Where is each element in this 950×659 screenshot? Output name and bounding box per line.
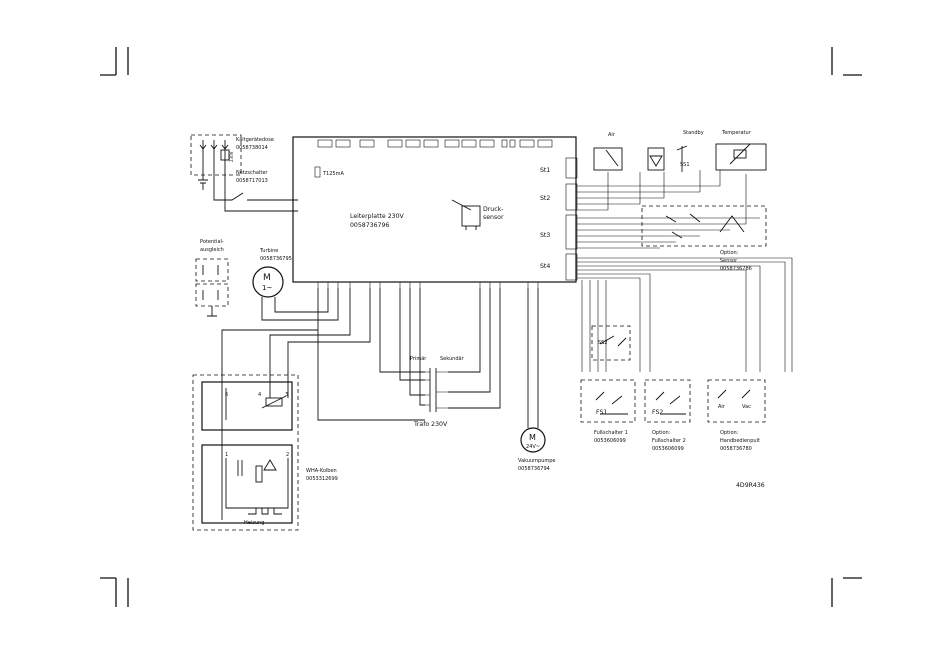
connector-st2: St2 [540,195,550,202]
ss2-label: SS2 [598,340,608,346]
mains-socket-name: Kaltgerätedose [236,137,274,143]
heater-block: 6 4 3 1 2 Heizung WHA-Kolben 0053312699 [192,374,338,531]
turbine-part: 0058736795 [260,256,292,262]
turbine-symbol-ac: 1~ [262,284,272,292]
heater-label: Heizung [244,520,264,526]
transformer-name: Trafo 230V [413,421,448,428]
connector-st1: St1 [540,167,550,174]
air-valve-label: Air [608,132,616,138]
hand-panel-name-l2: Handbedienpult [720,438,760,444]
foot-switch-2: FS2 Option: Fußschalter 2 0053606099 [644,379,691,452]
valves-area: Air Standby SS1 Temperatur [577,130,767,249]
transformer-primary: Primär [410,356,427,362]
heater-pin-3: 3 [285,392,288,398]
st4-cables [577,257,793,372]
option-sensor-name: Option: [720,250,739,256]
pressure-sensor: Druck- sensor [451,199,504,230]
fs2-label: FS2 [652,409,663,416]
board-lower-wiring [221,288,539,520]
fs1-part: 0053606099 [594,438,626,444]
pressure-sensor-l2: sensor [483,214,504,221]
mains-socket: 230V Kaltgerätedose 0058738014 [190,134,274,184]
board-bottom-terminals [317,282,539,288]
transformer-secondary: Sekundär [440,356,465,362]
vacuum-pump-symbol-m: M [529,433,536,442]
heater-block-name: WHA-Kolben [306,468,337,474]
equipotential-l2: ausgleich [200,247,224,253]
equipotential-l1: Potential- [200,239,224,245]
fs1-name: Fußschalter 1 [594,430,628,436]
board-part: 0058736796 [350,222,389,229]
main-board: T125mA Leiterplatte 230V 0058736796 Druc… [292,136,578,288]
vacuum-pump-symbol-ac: 24V~ [526,444,540,450]
mains-voltage: 230V [229,151,234,162]
board-connector-blocks [565,157,578,281]
drawing-number: 4D9R436 [736,482,765,489]
vacuum-pump-name: Vakuumpumpe [518,458,556,464]
hand-panel-vac: Vac [742,404,751,410]
pressure-sensor-l1: Druck- [483,206,503,213]
temperature-label: Temperatur [721,130,752,136]
hand-panel: Air Vac Option: Handbedienpult 005873678… [707,379,766,452]
heater-pin-2: 2 [286,452,289,458]
connector-st4: St4 [540,263,550,270]
fuse-label: T125mA [322,171,344,177]
hand-panel-air: Air [718,404,726,410]
option-sensor-name2: Sensor [720,258,738,264]
crop-marks [100,47,862,607]
board-name: Leiterplatte 230V [350,213,405,220]
fs1-label: FS1 [596,409,607,416]
fs2-name-l2: Fußschalter 2 [652,438,686,444]
standby-switch-label: SS1 [680,162,690,168]
mains-switch-name: Netzschalter [236,170,268,176]
equipotential-bonding: Potential- ausgleich [195,239,229,317]
option-sensor-part: 0058736786 [720,266,752,272]
mains-switch-part: 0058717013 [236,178,268,184]
heater-pin-6: 6 [225,392,228,398]
heater-block-part: 0053312699 [306,476,338,482]
turbine: Turbine 0058736795 M 1~ [252,248,339,321]
foot-switch-1: FS1 Fußschalter 1 0053606099 [580,379,636,444]
hand-panel-name-l1: Option: [720,430,739,436]
ss2-switch: SS2 [591,325,631,361]
fs2-name-l1: Option: [652,430,671,436]
mains-switch: Netzschalter 0058717013 [202,165,298,212]
vacuum-pump: M 24V~ Vakuumpumpe 0058736794 [518,427,556,472]
board-top-terminals [317,139,553,148]
vacuum-pump-part: 0058736794 [518,466,550,472]
heater-pin-4: 4 [258,392,261,398]
fs2-part: 0053606099 [652,446,684,452]
fuse-symbol [314,166,321,178]
turbine-symbol-m: M [263,273,271,283]
mains-socket-part: 0058738014 [236,145,268,151]
turbine-name: Turbine [259,248,278,254]
connector-st3: St3 [540,232,550,239]
transformer: Primär Sekundär Trafo 230V [410,356,465,428]
hand-panel-part: 0058736780 [720,446,752,452]
heater-pin-1: 1 [225,452,228,458]
standby-label: Standby [683,130,704,136]
option-sensor: Option: Sensor 0058736786 [641,205,767,272]
